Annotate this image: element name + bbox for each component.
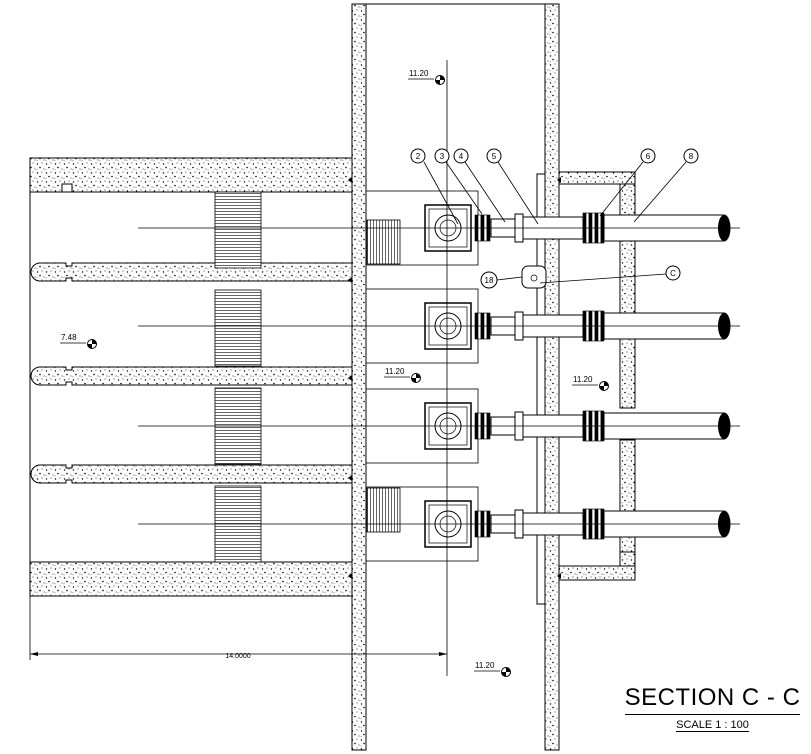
callout-3: 3 [434, 148, 483, 215]
svg-text:2: 2 [416, 152, 421, 161]
svg-text:6: 6 [646, 152, 651, 161]
drawing-title: SECTION C - C [624, 684, 801, 715]
inlet-screens [366, 219, 401, 533]
svg-text:18: 18 [485, 276, 494, 285]
callout-4: 4 [453, 148, 506, 223]
svg-text:3: 3 [440, 152, 445, 161]
level-marker: 11.20 [474, 661, 511, 677]
right-chamber [536, 171, 636, 605]
callout-8: 8 [633, 148, 699, 223]
level-left-text: 7.48 [61, 333, 77, 342]
callout-C: C [539, 265, 681, 284]
svg-text:8: 8 [689, 152, 694, 161]
dimension-text: 14.0000 [225, 653, 250, 660]
anchor-mark [557, 177, 561, 183]
anchor-mark [557, 573, 561, 579]
level-marker: 11.20 [572, 375, 609, 391]
beam-1 [30, 262, 353, 282]
dimension-14: 14.0000 [29, 596, 447, 660]
svg-text:C: C [670, 269, 676, 278]
level-marker: 11.20 [384, 367, 421, 383]
title-block: SECTION C - C SCALE 1 : 100 [620, 684, 805, 733]
central-wall [351, 3, 560, 751]
level-marker: 7.48 [60, 333, 97, 349]
beam-2 [30, 366, 353, 386]
svg-text:5: 5 [492, 152, 497, 161]
anchor-mark [348, 375, 352, 381]
level-bottom-text: 11.20 [475, 661, 495, 670]
left-slabs [29, 157, 353, 597]
level-right-text: 11.20 [573, 375, 593, 384]
beam-3 [30, 464, 353, 484]
callout-5: 5 [486, 148, 539, 225]
anchor-mark [348, 277, 352, 283]
anchor-mark [348, 177, 352, 183]
callout-18: 18 [480, 265, 547, 289]
level-top-text: 11.20 [409, 69, 429, 78]
pump-axis-lines [138, 227, 740, 525]
drawing-scale: SCALE 1 : 100 [676, 719, 749, 732]
callout-2: 2 [410, 148, 459, 225]
svg-text:4: 4 [459, 152, 464, 161]
interior-beams [30, 183, 353, 484]
callout-6: 6 [599, 148, 656, 217]
anchor-mark [348, 475, 352, 481]
discharge-pipes [474, 212, 731, 540]
level-marker: 11.20 [408, 69, 445, 85]
level-mid-text: 11.20 [385, 367, 405, 376]
anchor-mark [348, 573, 352, 579]
